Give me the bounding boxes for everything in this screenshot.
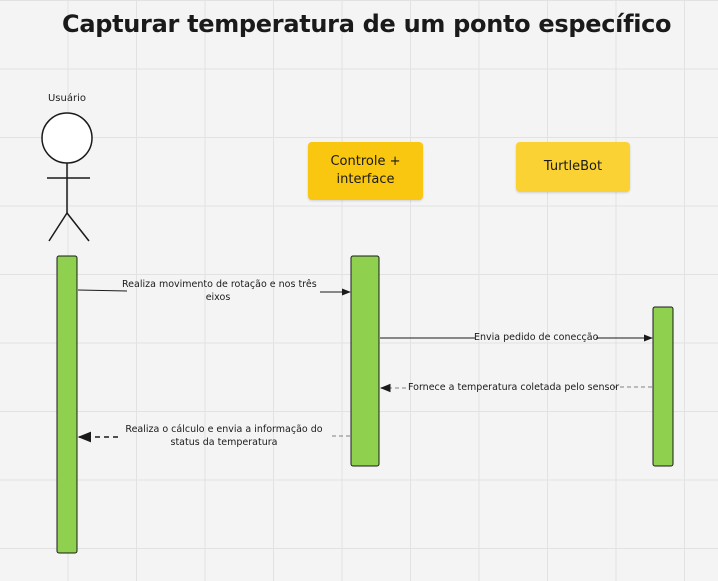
message-label-rotation: Realiza movimento de rotação e nos três … <box>122 279 317 305</box>
activation-bar-user[interactable] <box>56 255 78 554</box>
participant-controle-line1: Controle + <box>330 153 401 169</box>
message-label-status-line1: Realiza o cálculo e envia a informação d… <box>125 424 323 435</box>
message-label-status-line2: status da temperatura <box>170 436 278 448</box>
participant-controle[interactable]: Controle + interface <box>308 142 423 200</box>
actor-head <box>41 112 93 164</box>
message-label-connection: Envia pedido de conecção <box>474 332 599 343</box>
message-label-rotation-line2: eixos <box>205 291 231 303</box>
actor-label: Usuário <box>47 93 86 104</box>
actor-right-leg <box>66 212 90 242</box>
message-arrow-rotation[interactable] <box>77 289 128 292</box>
actor-left-leg <box>48 212 68 242</box>
participant-turtlebot-label: TurtleBot <box>543 158 603 174</box>
participant-controle-line2: interface <box>336 172 395 187</box>
activation-bar-turtlebot[interactable] <box>652 306 674 467</box>
message-label-rotation-line1: Realiza movimento de rotação e nos três <box>122 279 317 290</box>
activation-bar-controle[interactable] <box>350 255 380 467</box>
user-actor-figure <box>41 112 93 242</box>
page-title: Capturar temperatura de um ponto específ… <box>62 10 672 38</box>
message-label-temperature: Fornece a temperatura coletada pelo sens… <box>408 382 620 393</box>
participant-turtlebot[interactable]: TurtleBot <box>516 142 630 192</box>
message-label-status: Realiza o cálculo e envia a informação d… <box>124 424 324 450</box>
